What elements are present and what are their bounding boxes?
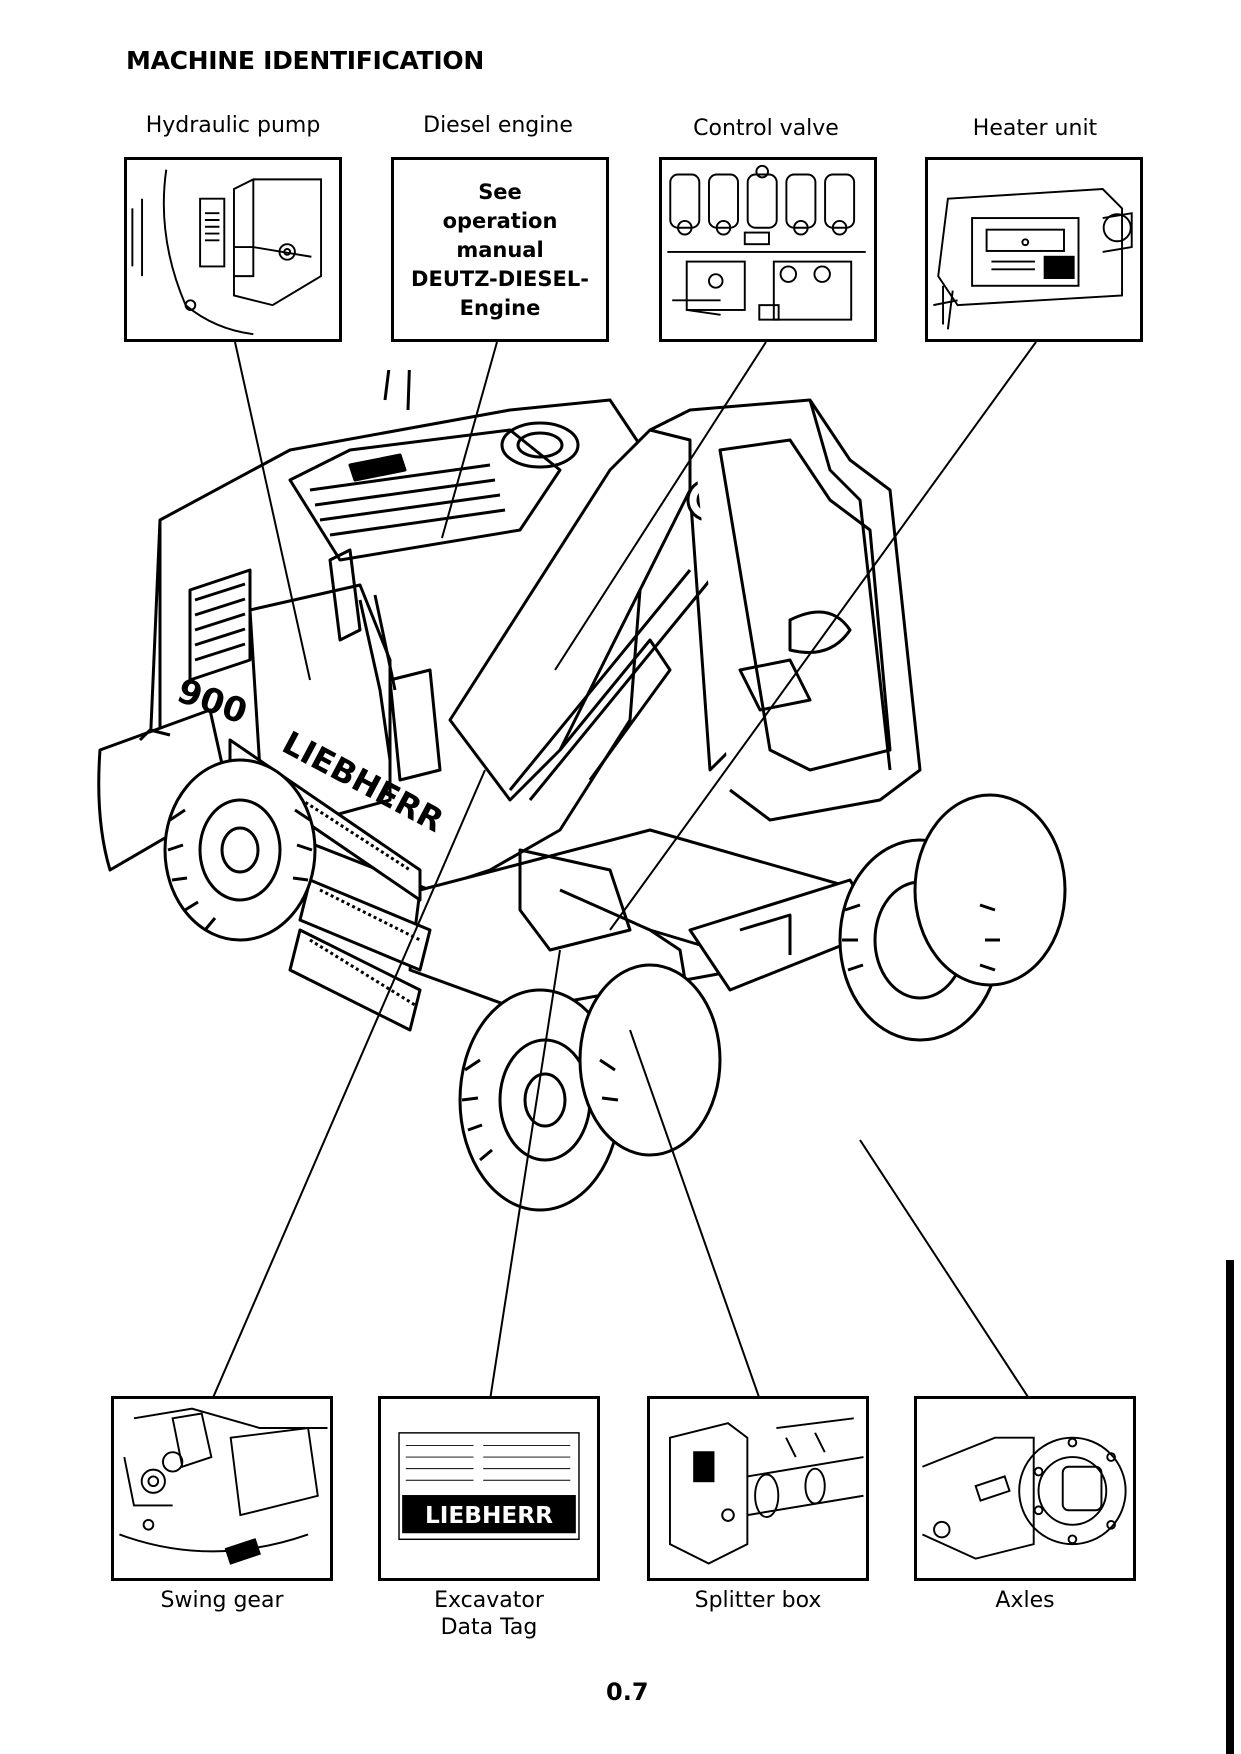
label-control-valve: Control valve: [693, 116, 839, 141]
label-swing-gear: Swing gear: [160, 1588, 284, 1613]
heater-unit-detail-image: [925, 157, 1143, 342]
excavator-data-tag-image: LIEBHERR: [378, 1396, 600, 1581]
label-axles: Axles: [995, 1588, 1055, 1613]
diesel-engine-note-box: See operation manual DEUTZ-DIESEL- Engin…: [391, 157, 609, 342]
scan-edge-shadow: [1226, 1260, 1234, 1754]
control-valve-detail-image: [659, 157, 877, 342]
label-excavator-data-tag: Excavator Data Tag: [434, 1588, 544, 1640]
label-heater-unit: Heater unit: [972, 116, 1098, 141]
diesel-engine-note: See operation manual DEUTZ-DIESEL- Engin…: [411, 180, 589, 320]
label-hydraulic-pump: Hydraulic pump: [145, 113, 321, 138]
splitter-box-detail-image: [647, 1396, 869, 1581]
label-splitter-box: Splitter box: [694, 1588, 822, 1613]
data-tag-brand: LIEBHERR: [425, 1502, 553, 1529]
page-title: MACHINE IDENTIFICATION: [126, 46, 484, 75]
axles-detail-image: [914, 1396, 1136, 1581]
swing-gear-detail-image: [111, 1396, 333, 1581]
excavator-illustration: 900 LIEBHERR: [97, 370, 1067, 1212]
hydraulic-pump-detail-image: [124, 157, 342, 342]
page-number: 0.7: [606, 1678, 649, 1706]
label-diesel-engine: Diesel engine: [423, 113, 573, 138]
